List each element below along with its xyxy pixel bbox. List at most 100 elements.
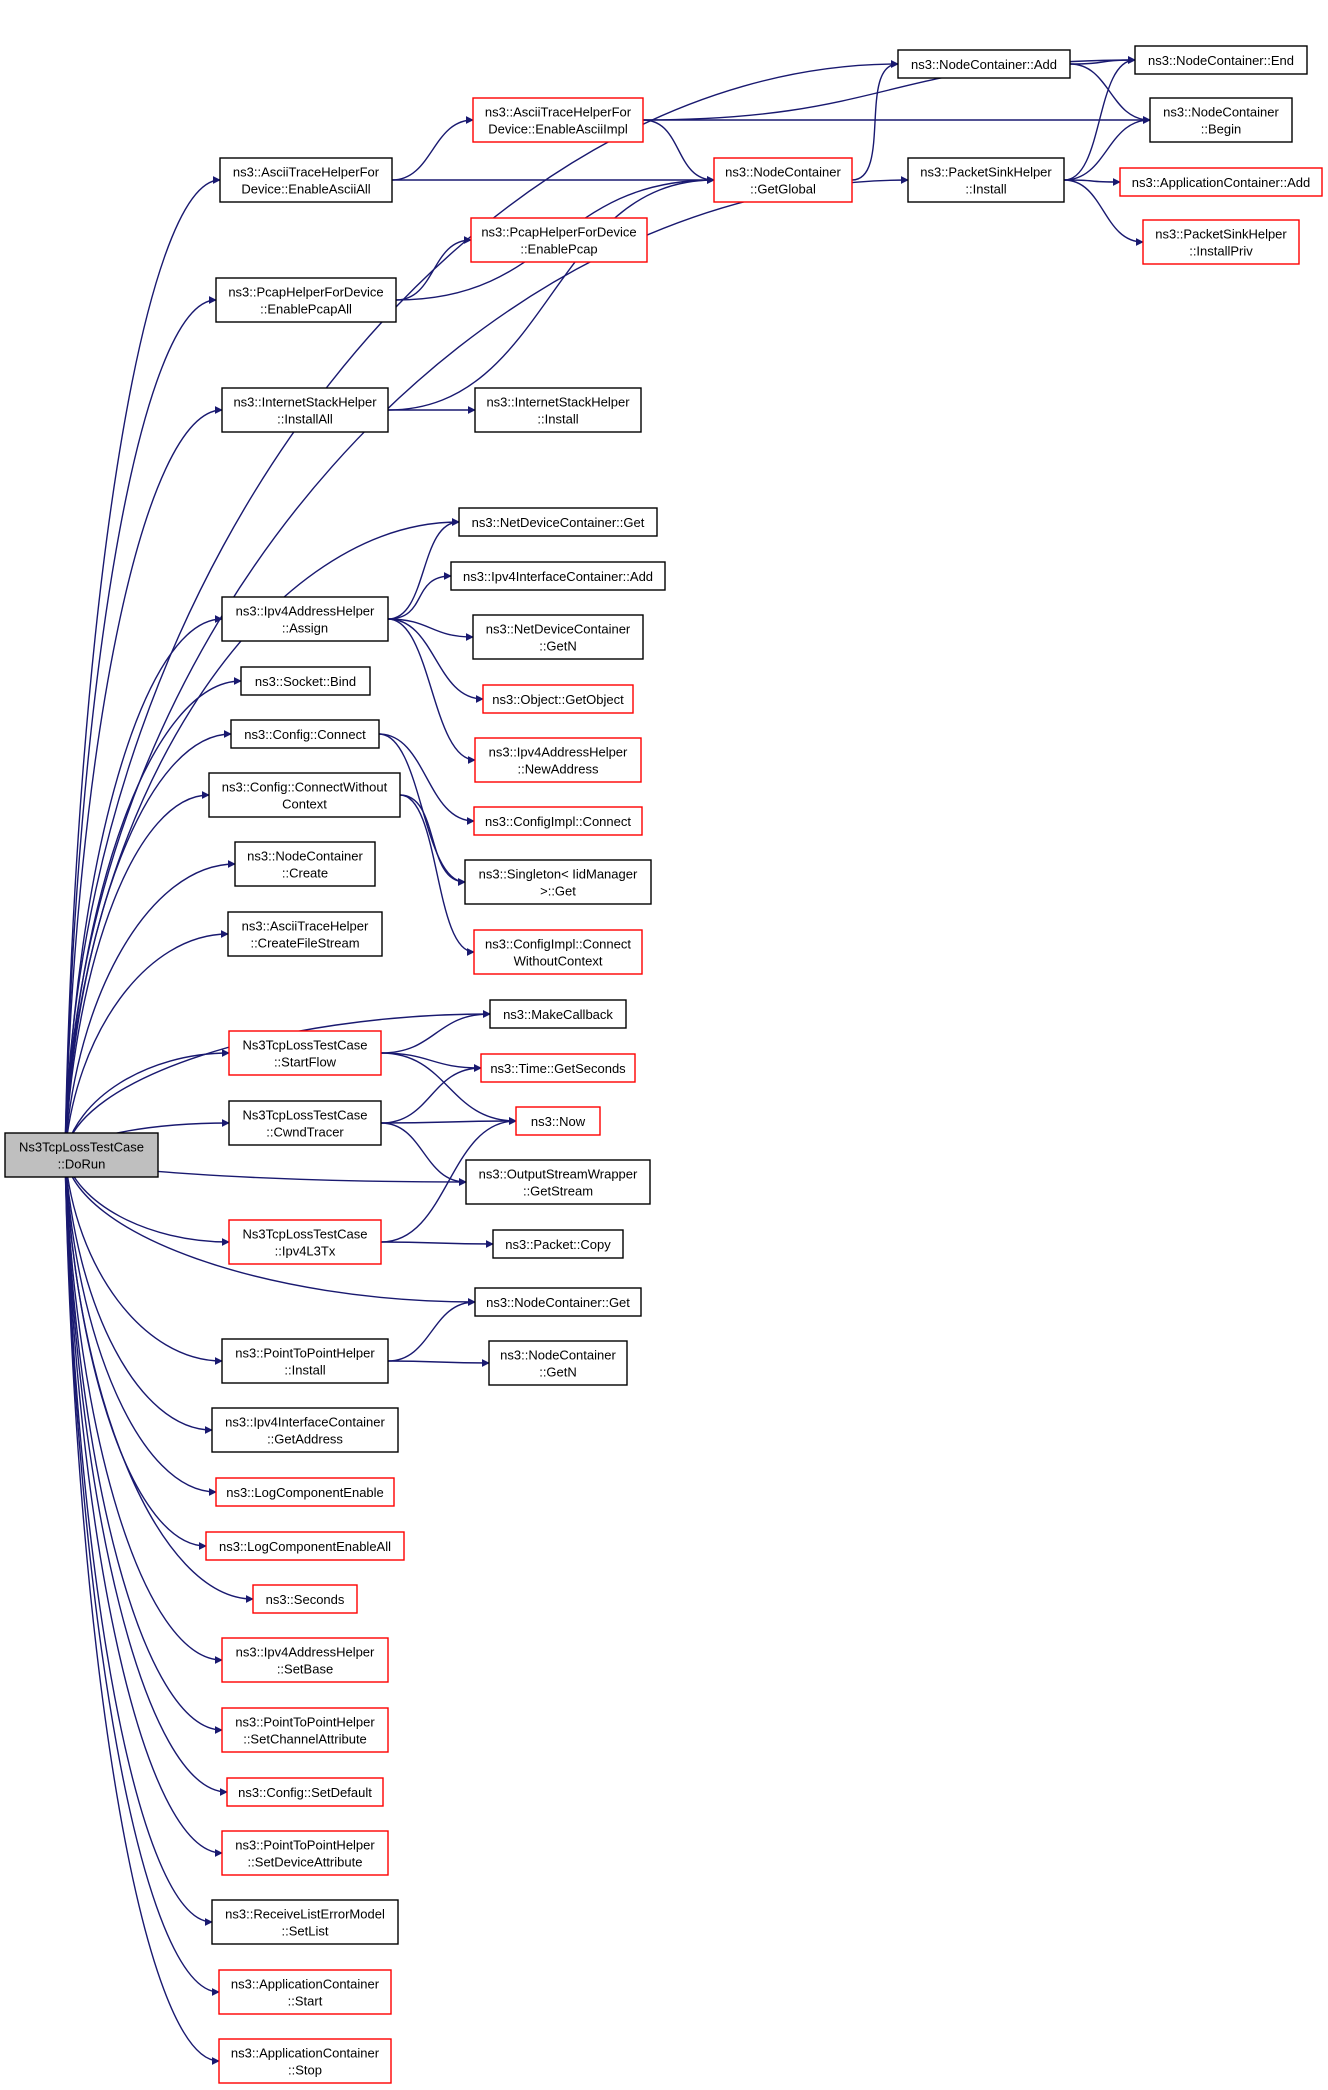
edge-root-to-a-nc-create (64, 860, 236, 1156)
node-label-line: ::EnablePcap (520, 242, 597, 257)
node-d-nc-end[interactable]: ns3::NodeContainer::End (1134, 45, 1308, 75)
node-b-inet-install[interactable]: ns3::InternetStackHelper::Install (474, 387, 642, 433)
node-label-line: ::Stop (288, 2063, 322, 2078)
edge-a-p2p-install-to-b-nc-getn (387, 1358, 490, 1367)
node-a-ipv4ic-getaddr[interactable]: ns3::Ipv4InterfaceContainer::GetAddress (211, 1407, 399, 1453)
node-a-p2p-install[interactable]: ns3::PointToPointHelper::Install (221, 1338, 389, 1384)
node-b-now[interactable]: ns3::Now (515, 1106, 601, 1136)
node-label-line: ns3::Ipv4InterfaceContainer::Add (463, 569, 653, 584)
node-box (226, 1777, 384, 1807)
node-label-line: ns3::ConfigImpl::Connect (485, 937, 631, 952)
node-b-ipv4ic-add[interactable]: ns3::Ipv4InterfaceContainer::Add (450, 561, 666, 591)
node-label-line: ns3::Ipv4AddressHelper (236, 604, 375, 619)
node-a-ascii-all[interactable]: ns3::AsciiTraceHelperForDevice::EnableAs… (219, 157, 393, 203)
node-a-p2p-setdev[interactable]: ns3::PointToPointHelper::SetDeviceAttrib… (221, 1830, 389, 1876)
node-label-line: ns3::NodeContainer::End (1148, 53, 1294, 68)
node-a-socket-bind[interactable]: ns3::Socket::Bind (240, 666, 371, 696)
edge-root-to-a-p2p-setdev (64, 1154, 223, 1857)
node-label-line: ns3::ConfigImpl::Connect (485, 814, 631, 829)
node-a-logcea[interactable]: ns3::LogComponentEnableAll (205, 1531, 405, 1561)
node-a-pcap-all[interactable]: ns3::PcapHelperForDevice::EnablePcapAll (215, 277, 397, 323)
node-box (474, 737, 642, 783)
edge-root-to-a-rlem-setlist (64, 1154, 213, 1926)
node-label-line: ::Ipv4L3Tx (275, 1244, 336, 1259)
edge-c-psh-install-to-d-psh-installpriv (1063, 179, 1144, 246)
edge-a-ipv4-assign-to-b-ipv4ic-add (387, 572, 452, 620)
node-box (473, 806, 643, 836)
node-label-line: Context (282, 797, 327, 812)
node-label-line: ns3::Seconds (266, 1592, 345, 1607)
node-label-line: Device::EnableAsciiAll (241, 182, 370, 197)
node-label-line: ::EnablePcapAll (260, 302, 352, 317)
edge-a-ipv4l3tx-to-b-packet-copy (380, 1239, 494, 1248)
node-label-line: ::SetChannelAttribute (243, 1732, 367, 1747)
node-d-nc-begin[interactable]: ns3::NodeContainer::Begin (1149, 97, 1293, 143)
node-label-line: ns3::ApplicationContainer (231, 1977, 380, 1992)
node-d-app-add[interactable]: ns3::ApplicationContainer::Add (1119, 167, 1323, 197)
edge-a-cwnd-to-b-osw-gs (380, 1122, 467, 1186)
node-a-ipv4-setbase[interactable]: ns3::Ipv4AddressHelper::SetBase (221, 1637, 389, 1683)
node-b-newaddr[interactable]: ns3::Ipv4AddressHelper::NewAddress (474, 737, 642, 783)
node-a-cwnd[interactable]: Ns3TcpLossTestCase::CwndTracer (228, 1100, 382, 1146)
node-a-nc-create[interactable]: ns3::NodeContainer::Create (234, 841, 376, 887)
edge-root-to-a-config-setdef (64, 1154, 228, 1796)
node-box (221, 1830, 389, 1876)
node-b-pcap-enable[interactable]: ns3::PcapHelperForDevice::EnablePcap (470, 217, 648, 263)
node-a-app-start[interactable]: ns3::ApplicationContainer::Start (218, 1969, 392, 2015)
node-label-line: ::Assign (282, 621, 328, 636)
node-b-ndc-getn[interactable]: ns3::NetDeviceContainer::GetN (472, 614, 644, 660)
node-a-config-connect[interactable]: ns3::Config::Connect (230, 719, 380, 749)
node-b-singleton[interactable]: ns3::Singleton< IidManager >::Get (464, 859, 652, 905)
node-label-line: ns3::Ipv4InterfaceContainer (225, 1415, 385, 1430)
node-b-nc-get[interactable]: ns3::NodeContainer::Get (474, 1287, 642, 1317)
edge-root-to-a-ipv4ic-getaddr (64, 1154, 213, 1434)
node-b-ascii-impl[interactable]: ns3::AsciiTraceHelperForDevice::EnableAs… (472, 97, 644, 143)
node-a-ascii-cfs[interactable]: ns3::AsciiTraceHelper::CreateFileStream (227, 911, 383, 957)
node-b-getobject[interactable]: ns3::Object::GetObject (482, 684, 634, 714)
node-label-line: ns3::PcapHelperForDevice (228, 285, 383, 300)
node-root[interactable]: Ns3TcpLossTestCase::DoRun (4, 1132, 159, 1178)
node-label-line: ns3::PcapHelperForDevice (481, 225, 636, 240)
node-a-ipv4l3tx[interactable]: Ns3TcpLossTestCase::Ipv4L3Tx (228, 1219, 382, 1265)
node-label-line: >::Get (540, 884, 576, 899)
node-b-makecb[interactable]: ns3::MakeCallback (489, 999, 627, 1029)
node-label-line: ns3::NetDeviceContainer (486, 622, 631, 637)
node-label-line: ::GetStream (523, 1184, 593, 1199)
node-a-config-setdef[interactable]: ns3::Config::SetDefault (226, 1777, 384, 1807)
node-a-startflow[interactable]: Ns3TcpLossTestCase::StartFlow (228, 1030, 382, 1076)
node-label-line: ns3::ReceiveListErrorModel (225, 1907, 385, 1922)
node-d-psh-installpriv[interactable]: ns3::PacketSinkHelper::InstallPriv (1142, 219, 1300, 265)
node-a-app-stop[interactable]: ns3::ApplicationContainer::Stop (218, 2038, 392, 2084)
node-a-seconds[interactable]: ns3::Seconds (252, 1584, 358, 1614)
node-box (215, 277, 397, 323)
node-b-ndc-get[interactable]: ns3::NetDeviceContainer::Get (458, 507, 658, 537)
node-a-ipv4-assign[interactable]: ns3::Ipv4AddressHelper::Assign (221, 596, 389, 642)
node-b-time-gs[interactable]: ns3::Time::GetSeconds (480, 1053, 636, 1083)
edge-root-to-b-nc-get (64, 1154, 476, 1306)
node-a-inet-installall[interactable]: ns3::InternetStackHelper::InstallAll (221, 387, 389, 433)
node-box (218, 1969, 392, 2015)
edge-a-ipv4-assign-to-b-ndc-get (387, 518, 460, 620)
edge-root-to-a-seconds (64, 1154, 254, 1603)
node-b-osw-gs[interactable]: ns3::OutputStreamWrapper::GetStream (465, 1159, 651, 1205)
node-box (472, 97, 644, 143)
node-c-nc-getglobal[interactable]: ns3::NodeContainer::GetGlobal (713, 157, 853, 203)
node-a-rlem-setlist[interactable]: ns3::ReceiveListErrorModel::SetList (211, 1899, 399, 1945)
node-label-line: ns3::NodeContainer::Add (911, 57, 1057, 72)
edge-root-to-b-makecb (64, 1010, 491, 1156)
node-label-line: ns3::Config::SetDefault (238, 1785, 372, 1800)
node-b-cfgimpl-connect[interactable]: ns3::ConfigImpl::Connect (473, 806, 643, 836)
node-label-line: ns3::NetDeviceContainer::Get (472, 515, 645, 530)
node-label-line: ::SetList (282, 1924, 329, 1939)
node-box (227, 911, 383, 957)
node-a-logce[interactable]: ns3::LogComponentEnable (215, 1477, 395, 1507)
node-b-nc-getn[interactable]: ns3::NodeContainer::GetN (488, 1340, 628, 1386)
node-c-nc-add[interactable]: ns3::NodeContainer::Add (897, 49, 1071, 79)
node-box (474, 387, 642, 433)
node-c-psh-install[interactable]: ns3::PacketSinkHelper::Install (907, 157, 1065, 203)
node-label-line: ns3::NodeContainer (247, 849, 363, 864)
node-a-p2p-setchan[interactable]: ns3::PointToPointHelper::SetChannelAttri… (221, 1707, 389, 1753)
node-b-packet-copy[interactable]: ns3::Packet::Copy (492, 1229, 624, 1259)
